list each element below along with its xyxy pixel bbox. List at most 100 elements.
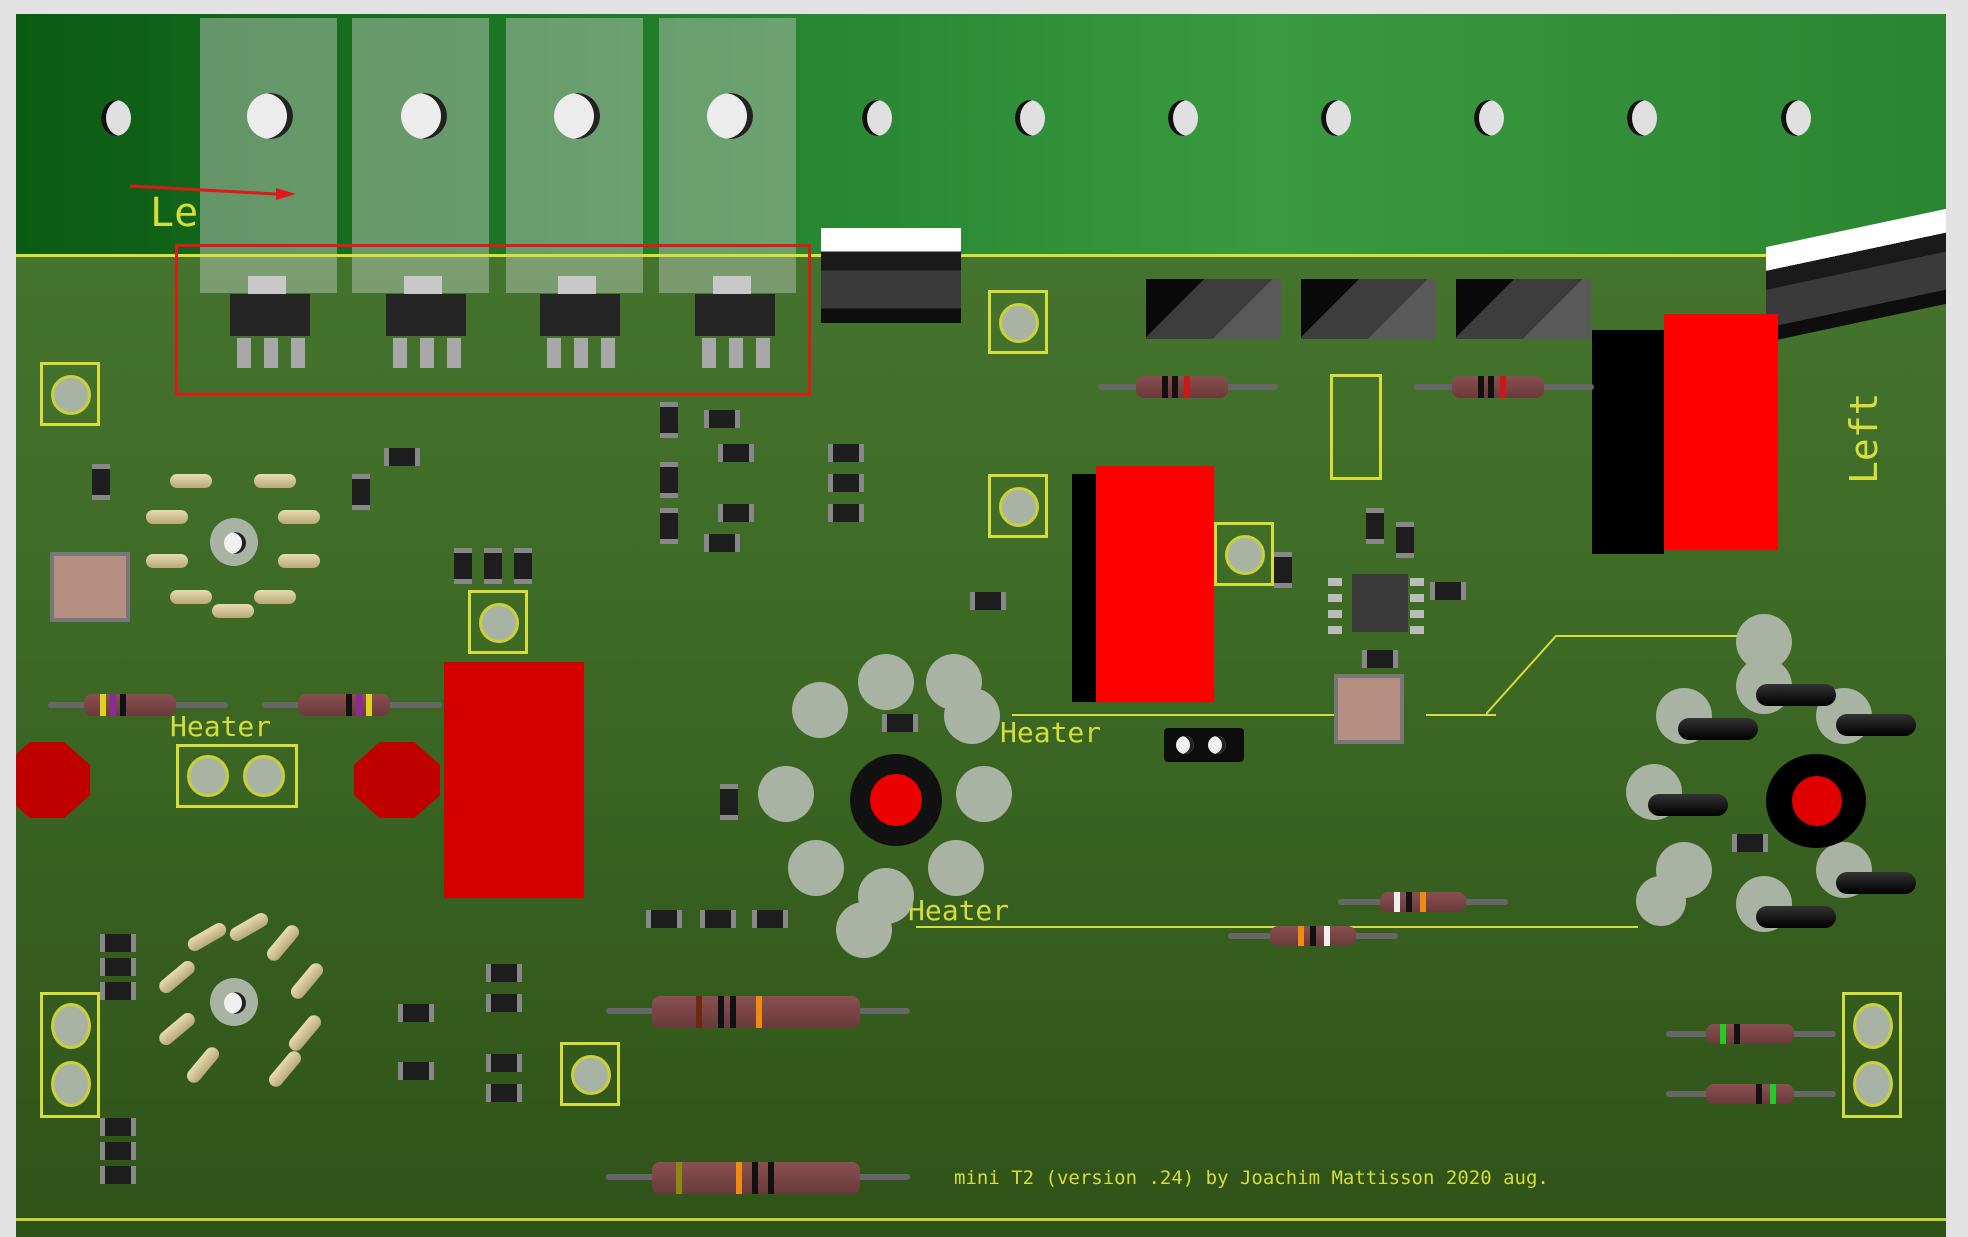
smd-component[interactable] [1366,508,1384,544]
capacitor-film-large-1[interactable] [444,662,584,898]
tube-socket-upper-left[interactable] [136,450,336,630]
tube-socket-center-red [870,774,922,826]
mounting-hole [401,93,447,139]
smd-component[interactable] [384,448,420,466]
smd-component[interactable] [828,474,864,492]
dpak-transistor-3[interactable] [1456,279,1591,339]
resistor-axial[interactable] [1414,376,1594,398]
smd-component[interactable] [720,784,738,820]
smd-component[interactable] [484,548,502,584]
heatsink-plate-4 [659,18,796,293]
tube-socket-lower-left[interactable] [136,910,336,1090]
smd-component[interactable] [486,994,522,1012]
mounting-hole [1474,100,1504,136]
smd-component[interactable] [660,508,678,544]
header-2pin-right[interactable] [1842,992,1902,1118]
mounting-hole [1627,100,1657,136]
smd-component[interactable] [100,1142,136,1160]
tube-socket-right[interactable] [1596,614,1926,944]
heater-connector-left[interactable] [176,744,298,808]
smd-component[interactable] [352,474,370,510]
mounting-hole [554,93,600,139]
mounting-hole [707,93,753,139]
smd-component[interactable] [660,462,678,498]
capacitor-red-octagon-1[interactable] [16,742,90,818]
capacitor-ceramic-1[interactable] [50,552,130,622]
smd-component[interactable] [718,444,754,462]
credits-line-1: mini T2 (version .24) by Joachim Mattiss… [954,1167,1549,1189]
smd-component[interactable] [752,910,788,928]
capacitor-red-octagon-2[interactable] [354,742,440,818]
capacitor-ceramic-2[interactable] [1334,674,1404,744]
test-pad-square[interactable] [468,590,528,654]
capacitor-film-large-2[interactable] [1072,466,1214,702]
smd-component[interactable] [1430,582,1466,600]
smd-component[interactable] [486,1054,522,1072]
regulator-sot223-1[interactable] [222,264,322,374]
smd-component[interactable] [1362,650,1398,668]
resistor-axial[interactable] [1228,926,1398,946]
smd-component[interactable] [100,982,136,1000]
smd-component[interactable] [398,1004,434,1022]
resistor-axial[interactable] [1338,892,1508,912]
regulator-sot223-2[interactable] [378,264,478,374]
smd-component[interactable] [100,1166,136,1184]
test-pad-square[interactable] [988,290,1048,354]
resistor-axial[interactable] [1666,1084,1836,1104]
smd-component[interactable] [1732,834,1768,852]
resistor-axial[interactable] [262,694,442,716]
tube-socket-right-red [1792,776,1842,826]
smd-component[interactable] [100,934,136,952]
silk-label-heater-3: Heater [908,894,1010,927]
dpak-transistor-1[interactable] [1146,279,1281,339]
annotation-arrow-icon [129,184,296,200]
heatsink-band [16,14,1946,254]
mounting-hole [1015,100,1045,136]
smd-component[interactable] [100,1118,136,1136]
smd-component[interactable] [398,1062,434,1080]
smd-component[interactable] [486,964,522,982]
smd-component[interactable] [100,958,136,976]
capacitor-film-large-3[interactable] [1592,314,1778,554]
heater-connector-middle[interactable] [1164,728,1244,762]
smd-component[interactable] [454,548,472,584]
smd-component[interactable] [1396,522,1414,558]
regulator-sot223-4[interactable] [687,264,787,374]
smd-component[interactable] [828,504,864,522]
mounting-hole [101,100,131,136]
header-2pin-left[interactable] [40,992,100,1118]
smd-component[interactable] [1274,552,1292,588]
smd-component[interactable] [92,464,110,500]
smd-component[interactable] [882,714,918,732]
resistor-axial[interactable] [48,694,228,716]
regulator-sot223-3[interactable] [532,264,632,374]
smd-component[interactable] [660,402,678,438]
test-pad-square[interactable] [40,362,100,426]
smd-component[interactable] [700,910,736,928]
silk-line-diagonal [1486,635,1766,715]
resistor-axial-large[interactable] [606,996,910,1028]
mounting-hole [247,93,293,139]
resistor-axial[interactable] [1098,376,1278,398]
silk-line [1012,714,1352,716]
test-pad-square[interactable] [1214,522,1274,586]
mounting-hole [862,100,892,136]
dpak-transistor-2[interactable] [1301,279,1436,339]
resistor-axial[interactable] [1666,1024,1836,1044]
smd-component[interactable] [828,444,864,462]
tube-socket-center[interactable] [716,642,1046,962]
smd-component[interactable] [704,410,740,428]
test-pad-square[interactable] [560,1042,620,1106]
smd-component[interactable] [646,910,682,928]
test-pad-square[interactable] [988,474,1048,538]
resistor-axial-large[interactable] [606,1162,910,1194]
smd-component[interactable] [718,504,754,522]
smd-component[interactable] [486,1084,522,1102]
to220-regulator-1[interactable] [821,228,961,323]
ic-outline-silk [1330,374,1382,480]
ic-soic8[interactable] [1328,572,1438,642]
heatsink-plate-2 [352,18,489,293]
smd-component[interactable] [970,592,1006,610]
smd-component[interactable] [514,548,532,584]
smd-component[interactable] [704,534,740,552]
